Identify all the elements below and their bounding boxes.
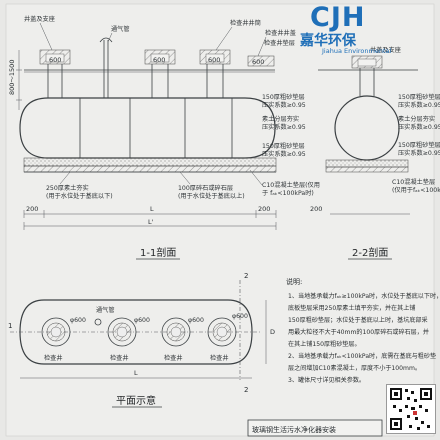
plan-dia-1: φ600 <box>70 317 86 324</box>
qr-code-icon <box>387 385 435 433</box>
plan-marker-left: 1 <box>8 322 12 330</box>
dim-600-c: 600 <box>208 56 220 64</box>
plan-dia-4: φ600 <box>232 313 248 320</box>
logo-mark: CJH <box>310 2 366 33</box>
plan-well-1 <box>41 317 71 347</box>
label-plain-soil-250: 250厚素土夯实 <box>46 184 89 192</box>
dim-L-outer: L' <box>148 218 154 226</box>
label-sand-150b: 150厚粗砂垫层 <box>262 142 305 150</box>
dim-L: L <box>150 205 154 213</box>
section-1-1-title: 1-1剖面 <box>140 246 176 259</box>
label-2-2-soil: 素土分层夯实 <box>398 115 435 123</box>
plan-tank-outline <box>19 299 253 365</box>
plan-label-vent: 通气管 <box>96 306 115 314</box>
plan-vent <box>94 318 102 326</box>
plan-dim-L: L <box>134 369 138 377</box>
drawing-title: 玻璃钢生活污水净化器安装 <box>252 425 336 434</box>
plan-well-4 <box>207 317 237 347</box>
plan-well-3 <box>161 317 191 347</box>
dim-left-200: 200 <box>26 205 38 213</box>
plan-well-label-2: 检查井 <box>110 354 129 362</box>
notes-block: 说明: 1、当地基承载力fₐₖ≥100kPa时，水位处于基底以下时， 底板垫层采… <box>286 277 440 384</box>
label-inspection-well: 检查井井筒 <box>230 19 261 27</box>
label-manhole-cover: 井盖及支座 <box>24 15 55 23</box>
logo-name-cn: 嘉华环保 <box>300 33 356 49</box>
logo-name-en: Jiahua Environmental <box>322 47 392 55</box>
note-line-3: 150厚粗砂垫层；水位处于基底以上时，基坑底部采 <box>288 316 428 324</box>
plan-dia-2: φ600 <box>134 317 150 324</box>
label-gravel-100: 100厚碎石或碎石层 <box>178 184 233 192</box>
label-2-2-sand2: 150厚粗砂垫层 <box>398 141 440 149</box>
label-soil-layer: 素土分层夯实 <box>262 115 299 123</box>
label-2-2-compaction2: 压实系数≥0.95 <box>398 123 440 131</box>
label-gravel-100-cond: (用于水位处于基底以上) <box>178 192 245 200</box>
label-plain-soil-cond: (用于水位处于基底以下) <box>46 192 113 200</box>
note-line-1: 1、当地基承载力fₐₖ≥100kPa时，水位处于基底以下时， <box>288 292 440 300</box>
label-backfill: 检查井垫层 <box>264 39 295 47</box>
dim-2-2-200: 200 <box>310 205 322 213</box>
dim-600-d: 600 <box>252 58 264 66</box>
dim-600-b: 600 <box>153 56 165 64</box>
plan-marker-top: 2 <box>244 272 248 280</box>
company-logo: CJH 嘉华环保 Jiahua Environmental <box>296 2 430 58</box>
label-compaction-a: 压实系数≥0.95 <box>262 101 306 109</box>
label-compaction-c: 压实系数≥0.95 <box>262 150 306 158</box>
label-compaction-b: 压实系数≥0.95 <box>262 123 306 131</box>
note-line-5: 在其上铺150厚粗砂垫层。 <box>288 340 361 348</box>
plan-well-label-3: 检查井 <box>164 354 183 362</box>
note-line-6: 2、当地基承载力fₐₖ<100kPa时，底需在基底与粗砂垫 <box>288 352 436 360</box>
label-c10-cond: 于 fₐₖ<100kPa时) <box>262 189 314 197</box>
plan-view: 2 2 1 通气管 φ600 φ600 φ600 φ600 检查井 检查井 检查… <box>8 272 275 408</box>
label-2-2-sand: 150厚粗砂垫层 <box>398 93 440 101</box>
note-line-2: 底板垫层采用250厚素土填平夯实，并在其上铺 <box>288 304 415 312</box>
qr-code <box>386 384 436 434</box>
section-2-2-title: 2-2剖面 <box>352 246 388 259</box>
plan-well-label-1: 检查井 <box>44 354 63 362</box>
label-2-2-compaction3: 压实系数≥0.95 <box>398 149 440 157</box>
label-2-2-compaction: 压实系数≥0.95 <box>398 101 440 109</box>
plan-dia-3: φ600 <box>188 317 204 324</box>
section-2-2: 井盖及支座 150厚粗砂垫层 压实系数≥0.95 素土分层夯实 压实系数≥0.9… <box>310 46 440 260</box>
notes-heading: 说明: <box>286 277 302 286</box>
label-2-2-cover: 井盖及支座 <box>370 46 401 54</box>
plan-well-label-4: 检查井 <box>210 354 229 362</box>
label-sand-150: 150厚粗砂垫层 <box>262 93 305 101</box>
dim-600-a: 600 <box>49 56 61 64</box>
note-line-8: 3、罐体尺寸详见相关参数。 <box>288 376 365 384</box>
manhole-row <box>39 37 275 98</box>
note-line-4: 用最大粒径不大于40mm的100厚碎石或碎石层，并 <box>288 328 429 336</box>
section-1-1: 800～1500 600 600 600 600 <box>8 15 320 260</box>
label-well-cover: 检查井井盖 <box>265 29 296 37</box>
label-2-2-c10-cond: (仅用于fₐₖ<100kPa时) <box>392 186 440 194</box>
plan-title: 平面示意 <box>116 394 156 407</box>
dim-right-200: 200 <box>258 205 270 213</box>
label-vent-pipe: 通气管 <box>111 25 130 33</box>
plan-marker-bottom: 2 <box>244 386 248 394</box>
label-2-2-c10: C10混凝土垫层 <box>392 178 435 186</box>
label-c10: C10混凝土垫层(仅用 <box>262 181 320 189</box>
plan-dim-D: D <box>270 328 275 336</box>
note-line-7: 层之间增加C10素混凝土，厚度不小于100mm。 <box>288 364 421 372</box>
depth-dimension: 800～1500 <box>8 60 16 95</box>
plan-well-2 <box>107 317 137 347</box>
